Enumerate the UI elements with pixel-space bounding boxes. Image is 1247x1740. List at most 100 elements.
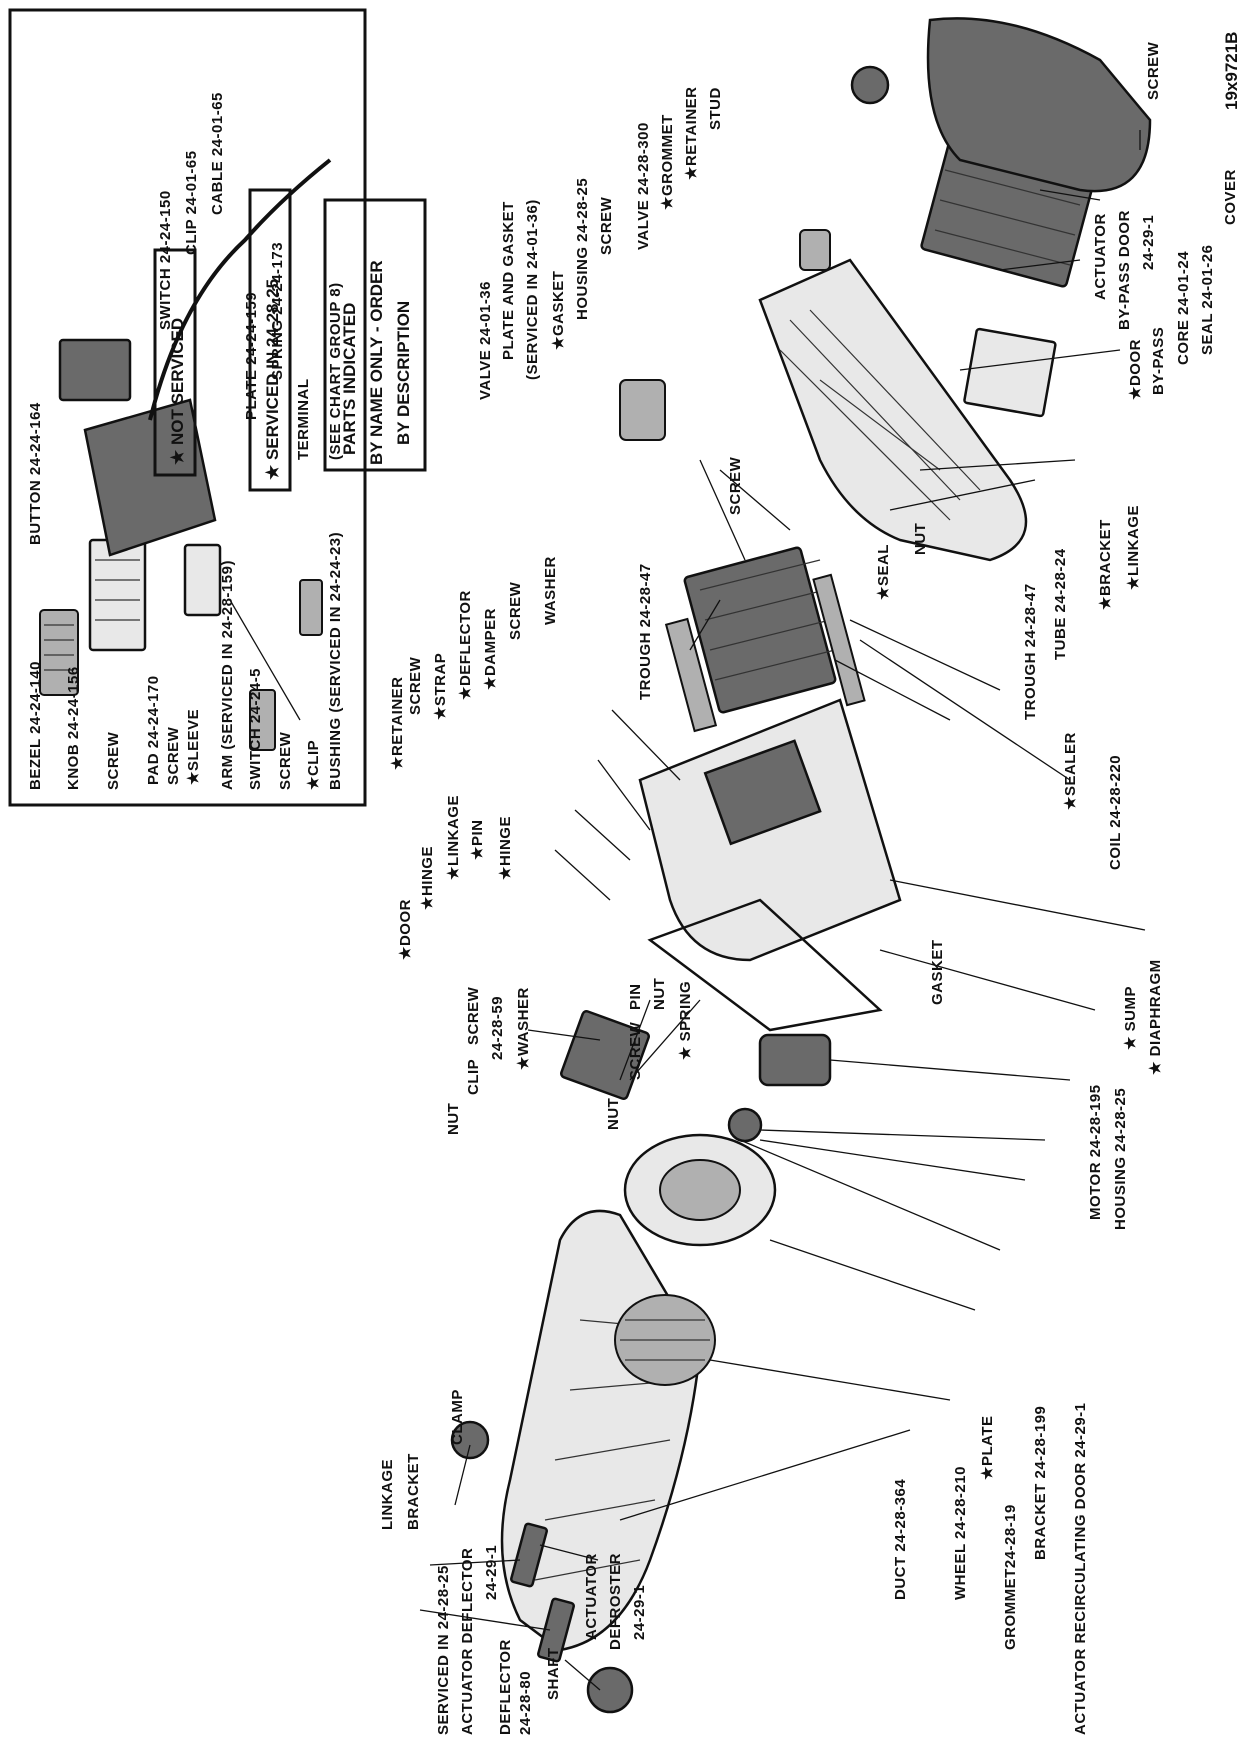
label-nut-2: NUT [605, 1098, 622, 1130]
label-trough-47b: TROUGH 24-28-47 [1022, 583, 1039, 720]
label-door-bypass-1: ★DOOR [1127, 339, 1144, 400]
arm-part [183, 543, 222, 617]
label-sump: ★ SUMP [1122, 986, 1139, 1050]
label-bracket: BRACKET [405, 1453, 422, 1530]
legend-parts-box [323, 198, 427, 472]
label-see-chart: (SEE CHART GROUP 8) [327, 282, 344, 460]
label-hinge-1: ★HINGE [419, 846, 436, 910]
deflector-part-1 [510, 1522, 548, 1588]
label-screw-59: SCREW [465, 986, 482, 1045]
label-washer-2: WASHER [542, 556, 559, 625]
label-core: CORE 24-01-24 [1175, 251, 1192, 365]
label-valve-36: VALVE 24-01-36 [477, 281, 494, 400]
label-bracket-2: ★BRACKET [1097, 519, 1114, 610]
actuator-deflector-part [450, 1420, 490, 1460]
label-knob: KNOB 24-24-156 [65, 666, 82, 790]
label-cable: CABLE 24-01-65 [209, 92, 226, 215]
figure-id: 19x9721B [1222, 32, 1241, 110]
label-switch-150: SWITCH 24-24-150 [157, 190, 174, 330]
label-screw-pad: SCREW [165, 726, 182, 785]
label-clip-65: CLIP 24-01-65 [183, 150, 200, 255]
label-arm: ARM (SERVICED IN 24-28-159) [219, 560, 236, 790]
label-stud: STUD [707, 87, 724, 130]
label-shaft: SHAFT [545, 1648, 562, 1701]
label-button: BUTTON 24-24-164 [27, 402, 44, 545]
main-parts [450, 17, 1152, 1714]
label-retainer-1: ★RETAINER [389, 676, 406, 770]
label-screw-2: SCREW [627, 1021, 644, 1080]
label-sleeve: ★SLEEVE [185, 709, 202, 785]
label-hinge-2: ★HINGE [497, 816, 514, 880]
label-diaphragm: ★ DIAPHRAGM [1147, 959, 1164, 1075]
label-door-1: ★DOOR [397, 899, 414, 960]
label-plate-gasket: PLATE AND GASKET [500, 201, 517, 360]
label-actuator-deflector-num: 24-29-1 [483, 1545, 500, 1600]
label-pad: PAD 24-24-170 [145, 675, 162, 785]
heater-housing-part [758, 258, 1028, 562]
label-grommet: GROMMET24-28-19 [1002, 1504, 1019, 1650]
label-screw-knob: SCREW [105, 731, 122, 790]
label-actuator-recirc: ACTUATOR RECIRCULATING DOOR 24-29-1 [1072, 1402, 1089, 1735]
label-retainer-2: ★RETAINER [683, 86, 700, 180]
valve-300-part [799, 229, 831, 271]
label-nut-1: NUT [445, 1103, 462, 1135]
actuator-recirc-part [727, 1107, 763, 1143]
label-actuator-bp-3: 24-29-1 [1140, 215, 1157, 270]
label-gasket-1: GASKET [929, 939, 946, 1005]
label-nut-4: NUT [912, 523, 929, 555]
label-plate: ★PLATE [979, 1415, 996, 1480]
label-washer-1: ★WASHER [515, 987, 532, 1070]
label-deflector-num: 24-28-80 [517, 1671, 534, 1735]
label-valve-300: VALVE 24-28-300 [635, 122, 652, 250]
label-duct: DUCT 24-28-364 [892, 1479, 909, 1600]
button-part [88, 538, 147, 652]
label-grommet-2: ★GROMMET [659, 114, 676, 210]
label-housing-2: HOUSING 24-28-25 [574, 178, 591, 320]
label-linkage: LINKAGE [379, 1459, 396, 1530]
label-spring-1: ★ SPRING [677, 981, 694, 1060]
label-pin-1: PIN [627, 983, 644, 1010]
label-motor: MOTOR 24-28-195 [1087, 1084, 1104, 1220]
label-seal-1: ★SEAL [875, 544, 892, 600]
label-actuator-defroster-2: DEFROSTER [607, 1553, 624, 1650]
label-door-bypass-2: BY-PASS [1150, 327, 1167, 395]
label-actuator-bp-1: ACTUATOR [1092, 213, 1109, 300]
switch-5-part [249, 689, 276, 751]
label-deflector: DEFLECTOR [497, 1639, 514, 1735]
label-plate-gasket-srv: (SERVICED IN 24-01-36) [524, 199, 541, 380]
motor-part [758, 1033, 832, 1087]
label-bezel: BEZEL 24-24-140 [27, 661, 44, 790]
label-actuator-defroster-3: 24-29-1 [631, 1585, 648, 1640]
legend-not-serviced: ★ NOT SERVICED [168, 318, 187, 465]
label-linkage-1: ★LINKAGE [445, 795, 462, 880]
bezel-part [39, 609, 79, 696]
gasket-part [647, 898, 883, 1032]
label-screw-59-num: 24-28-59 [489, 996, 506, 1060]
label-tube: TUBE 24-28-24 [1052, 548, 1069, 660]
label-nut-3: NUT [651, 978, 668, 1010]
label-spring-173: SPRING 24-24-173 [269, 242, 286, 380]
label-actuator-deflector: ACTUATOR DEFLECTOR [459, 1548, 476, 1735]
legend-not-serviced-box [153, 248, 197, 477]
label-serviced-in: SERVICED IN 24-28-25 [435, 1565, 452, 1735]
label-coil: COIL 24-28-220 [1107, 755, 1124, 870]
label-linkage-2: ★LINKAGE [1125, 505, 1142, 590]
legend-serviced-in: ★ SERVICED IN 24-28-25 [263, 279, 282, 480]
legend-parts-1: PARTS INDICATED [340, 303, 359, 455]
actuator-defroster-part [586, 1666, 634, 1714]
label-damper: ★DAMPER [482, 608, 499, 690]
label-clamp: CLAMP [449, 1389, 466, 1445]
switch-150-part [58, 338, 132, 402]
label-terminal: TERMINAL [295, 379, 312, 461]
label-screw-7: SCREW [1145, 41, 1162, 100]
label-screw-3: SCREW [407, 656, 424, 715]
label-clip: ★CLIP [305, 740, 322, 790]
door-part [560, 1010, 650, 1100]
label-bushing: BUSHING (SERVICED IN 24-24-23) [327, 532, 344, 790]
terminal-part [299, 579, 323, 636]
label-cover: COVER [1222, 169, 1239, 225]
label-bracket-199: BRACKET 24-28-199 [1032, 1406, 1049, 1560]
label-gasket-2: ★GASKET [550, 271, 567, 350]
coil-part [683, 546, 837, 714]
